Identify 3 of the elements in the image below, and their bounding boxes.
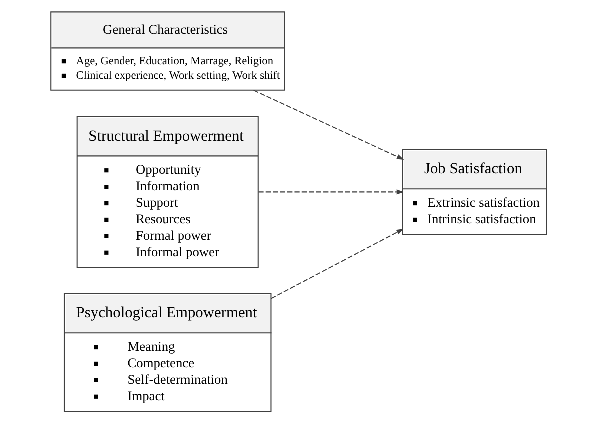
arrow bbox=[258, 190, 404, 195]
arrow bbox=[270, 229, 404, 300]
arrow bbox=[253, 90, 404, 160]
